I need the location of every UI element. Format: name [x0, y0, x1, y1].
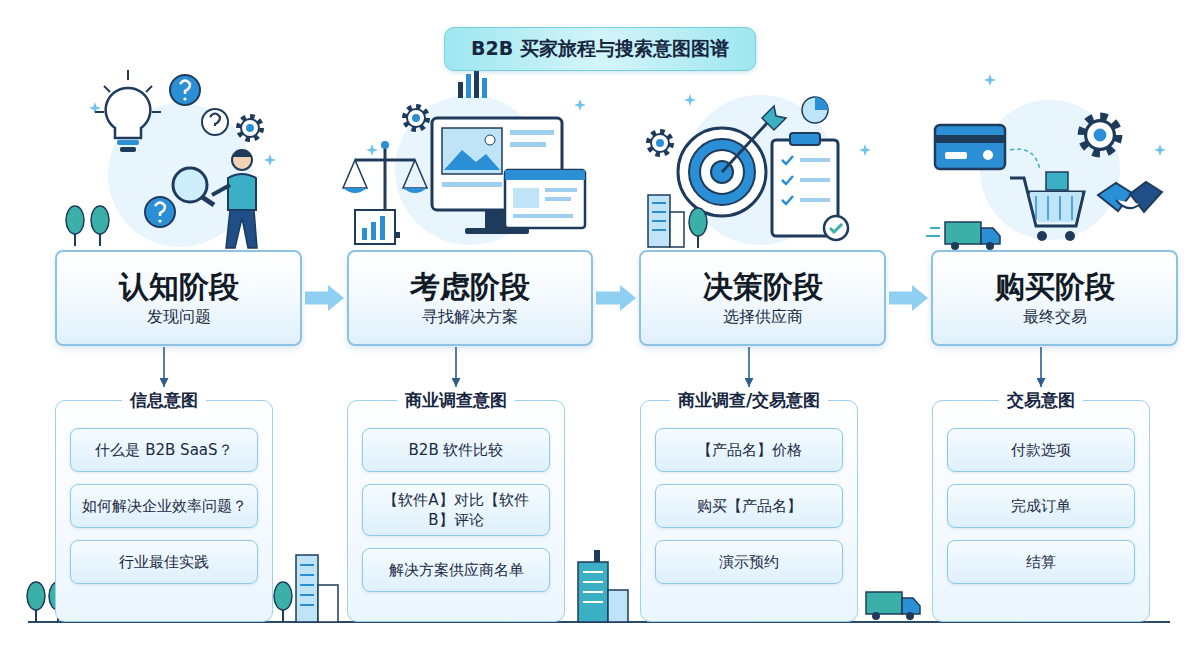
building-icon	[648, 195, 684, 247]
intent-heading: 商业调查/交易意图	[670, 388, 828, 412]
query-box: 付款选项	[947, 428, 1135, 472]
building-icon	[296, 555, 338, 622]
stage-subtitle: 选择供应商	[723, 306, 803, 328]
query-text: 【产品名】价格	[697, 440, 802, 460]
query-text: 行业最佳实践	[119, 552, 209, 572]
consideration-illustration	[343, 66, 586, 245]
intent-heading: 商业调查意图	[397, 388, 515, 412]
intent-panel: 信息意图什么是 B2B SaaS？ 如何解决企业效率问题？ 行业最佳实践	[55, 388, 273, 622]
target-icon	[678, 106, 786, 216]
stage-box: 购买阶段最终交易	[931, 250, 1178, 346]
query-text: 购买【产品名】	[697, 496, 802, 516]
stage-subtitle: 最终交易	[1023, 306, 1087, 328]
intent-panel: 商业调查/交易意图【产品名】价格购买【产品名】演示预约	[640, 388, 858, 622]
stage-subtitle: 发现问题	[147, 306, 211, 328]
handshake-icon	[1098, 182, 1162, 212]
flow-arrow	[305, 292, 330, 305]
diagram-title: B2B 买家旅程与搜索意图图谱	[444, 27, 756, 71]
truck-icon	[926, 222, 1000, 250]
flow-arrow	[1040, 347, 1042, 387]
query-box: 结算	[947, 540, 1135, 584]
query-box: 【产品名】价格	[655, 428, 843, 472]
flow-arrow	[596, 292, 622, 305]
item-list: 什么是 B2B SaaS？ 如何解决企业效率问题？ 行业最佳实践	[55, 428, 273, 600]
query-text: 演示预约	[719, 552, 779, 572]
stage-box: 决策阶段选择供应商	[639, 250, 886, 346]
query-text: 付款选项	[1011, 440, 1071, 460]
cart-icon	[1010, 172, 1084, 241]
lightbulb-icon	[95, 70, 161, 152]
query-box: 如何解决企业效率问题？	[70, 484, 258, 528]
flow-arrow	[889, 292, 914, 305]
intent-panel: 商业调查意图 B2B 软件比较【软件A】对比【软件B】评论解决方案供应商名单	[347, 388, 565, 622]
question-bubble-icon	[145, 75, 228, 227]
query-box: B2B 软件比较	[362, 428, 550, 472]
intent-heading: 交易意图	[999, 388, 1083, 412]
query-box: 解决方案供应商名单	[362, 548, 550, 592]
query-text: B2B 软件比较	[409, 440, 504, 460]
building-icon	[578, 550, 628, 622]
flow-arrow	[748, 347, 750, 387]
monitor-icon	[432, 118, 585, 234]
query-box: 购买【产品名】	[655, 484, 843, 528]
pie-chart-icon	[802, 97, 828, 123]
query-text: 完成订单	[1011, 496, 1071, 516]
stage-title: 决策阶段	[703, 268, 823, 306]
truck-icon	[866, 592, 920, 620]
item-list: B2B 软件比较【软件A】对比【软件B】评论解决方案供应商名单	[347, 428, 565, 608]
decision-illustration	[648, 94, 871, 248]
stage-box: 认知阶段发现问题	[55, 250, 302, 346]
stage-title: 认知阶段	[119, 268, 239, 306]
awareness-illustration	[66, 70, 276, 248]
stage-box: 考虑阶段寻找解决方案	[347, 250, 593, 346]
query-box: 行业最佳实践	[70, 540, 258, 584]
intent-panel: 交易意图付款选项完成订单结算	[932, 388, 1150, 622]
item-list: 【产品名】价格购买【产品名】演示预约	[640, 428, 858, 600]
stage-title: 购买阶段	[995, 268, 1115, 306]
query-text: 解决方案供应商名单	[389, 560, 524, 580]
item-list: 付款选项完成订单结算	[932, 428, 1150, 600]
flow-arrow	[163, 347, 165, 387]
person-icon	[173, 150, 257, 248]
stage-title: 考虑阶段	[410, 268, 530, 306]
query-text: 【软件A】对比【软件B】评论	[373, 490, 539, 530]
query-box: 完成订单	[947, 484, 1135, 528]
clipboard-icon	[772, 133, 848, 240]
purchase-illustration	[926, 74, 1166, 250]
flow-arrow	[455, 347, 457, 387]
query-box: 演示预约	[655, 540, 843, 584]
query-box: 什么是 B2B SaaS？	[70, 428, 258, 472]
query-text: 如何解决企业效率问题？	[82, 496, 247, 516]
credit-card-icon	[935, 125, 1005, 169]
query-box: 【软件A】对比【软件B】评论	[362, 484, 550, 536]
intent-heading: 信息意图	[122, 388, 206, 412]
query-text: 什么是 B2B SaaS？	[95, 440, 232, 460]
report-icon	[355, 210, 395, 244]
stage-subtitle: 寻找解决方案	[422, 306, 518, 328]
query-text: 结算	[1026, 552, 1056, 572]
